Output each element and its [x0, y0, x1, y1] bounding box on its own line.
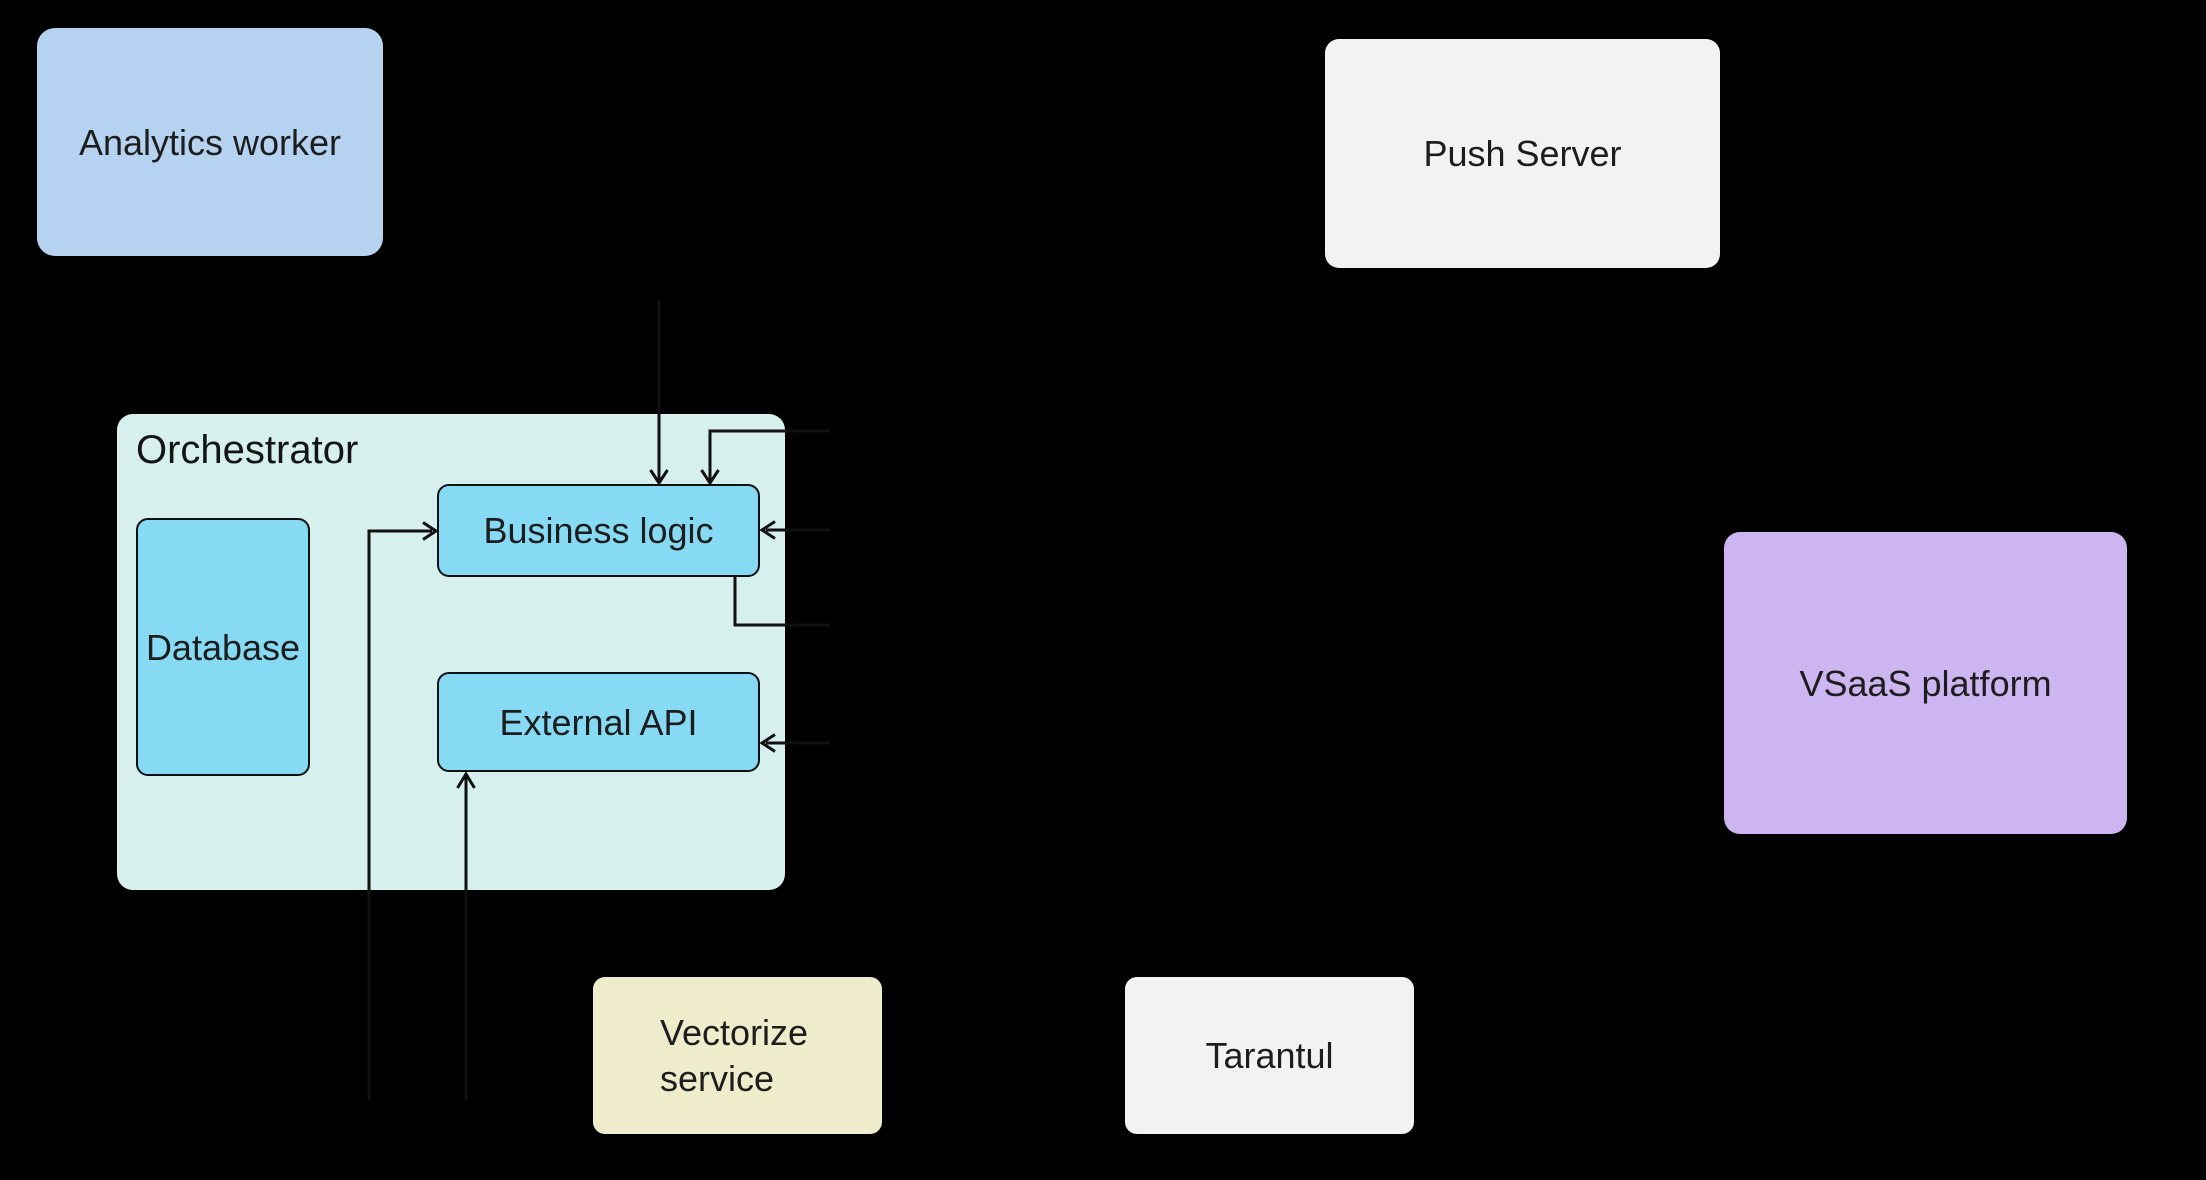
node-tarantul-label: Tarantul [1205, 1035, 1334, 1076]
node-vectorize-service-label-line1: Vectorize [660, 1011, 809, 1053]
node-analytics-worker[interactable]: Analytics worker [37, 28, 383, 256]
node-vsaas-platform-label: VSaaS platform [1799, 662, 2052, 704]
node-orchestrator-label: Orchestrator [136, 428, 359, 472]
node-vectorize-service[interactable]: Vectorize service [593, 977, 882, 1134]
node-database[interactable]: Database [136, 518, 310, 776]
node-external-api[interactable]: External API [437, 672, 760, 772]
node-external-api-label: External API [499, 701, 698, 743]
node-database-label: Database [145, 626, 301, 668]
node-analytics-worker-label: Analytics worker [78, 121, 342, 163]
node-vectorize-service-label-line2: service [660, 1057, 775, 1099]
node-push-server-label: Push Server [1423, 133, 1622, 174]
node-business-logic[interactable]: Business logic [437, 484, 760, 577]
node-business-logic-label: Business logic [483, 510, 714, 551]
node-push-server[interactable]: Push Server [1325, 39, 1720, 268]
node-vsaas-platform[interactable]: VSaaS platform [1724, 532, 2127, 834]
node-tarantul[interactable]: Tarantul [1125, 977, 1414, 1134]
